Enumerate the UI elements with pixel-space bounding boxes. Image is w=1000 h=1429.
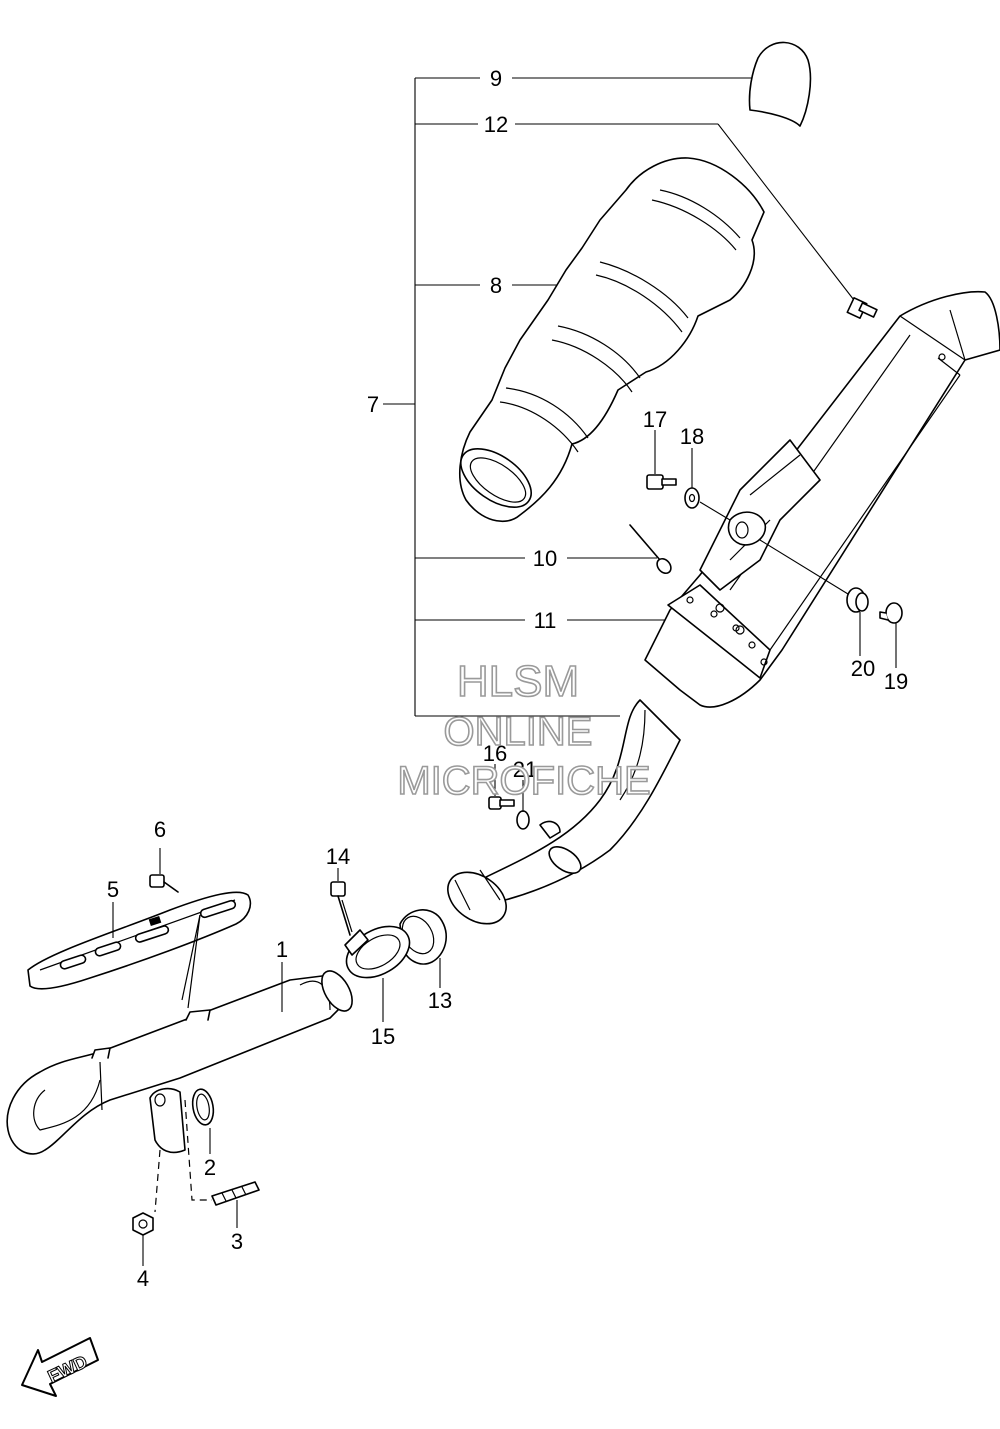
watermark-line-1: HLSM bbox=[457, 657, 579, 706]
callout-8: 8 bbox=[490, 273, 502, 298]
nut-part-19 bbox=[879, 602, 903, 668]
callout-3: 3 bbox=[231, 1229, 243, 1254]
rivet-part-10 bbox=[629, 524, 672, 575]
watermark-line-2: ONLINE bbox=[444, 710, 593, 754]
heat-shield-part-5 bbox=[27, 891, 252, 1009]
muffler-wool-part bbox=[459, 157, 765, 523]
callout-5: 5 bbox=[107, 877, 119, 902]
callout-labels: 9 12 8 7 17 18 10 11 20 19 16 21 6 14 5 … bbox=[107, 66, 908, 1291]
callout-11: 11 bbox=[534, 608, 557, 633]
callout-18: 18 bbox=[680, 424, 704, 449]
clamp-part-15 bbox=[344, 925, 411, 1022]
label-sticker-part bbox=[748, 41, 812, 127]
mid-pipe bbox=[447, 699, 681, 925]
callout-12: 12 bbox=[484, 112, 508, 137]
callout-20: 20 bbox=[851, 656, 875, 681]
callout-7: 7 bbox=[367, 392, 379, 417]
callout-16: 16 bbox=[483, 741, 507, 766]
grommet-part-20 bbox=[759, 539, 869, 656]
gasket-part-2 bbox=[191, 1088, 215, 1154]
callout-6: 6 bbox=[154, 817, 166, 842]
fwd-arrow-icon: FWD bbox=[21, 1337, 99, 1397]
callout-9: 9 bbox=[490, 66, 502, 91]
callout-19: 19 bbox=[884, 669, 908, 694]
bolt-part-14 bbox=[330, 868, 353, 936]
callout-10: 10 bbox=[533, 546, 557, 571]
watermark: HLSM ONLINE MICROFICHE bbox=[397, 656, 652, 804]
callout-13: 13 bbox=[428, 988, 452, 1013]
callout-14: 14 bbox=[326, 844, 350, 869]
watermark-line-3: MICROFICHE bbox=[397, 759, 650, 803]
washer-part-18 bbox=[684, 448, 731, 521]
callout-21: 21 bbox=[513, 757, 537, 782]
stud-bolt-part-3 bbox=[184, 1099, 260, 1228]
nut-part-4 bbox=[132, 1149, 161, 1266]
callout-2: 2 bbox=[204, 1155, 216, 1180]
callout-17: 17 bbox=[643, 407, 667, 432]
screw-part-12 bbox=[846, 296, 878, 320]
washer-part-21 bbox=[516, 780, 530, 830]
bolt-part-6 bbox=[149, 848, 179, 893]
callout-1: 1 bbox=[276, 937, 288, 962]
bolt-part-16 bbox=[488, 764, 515, 810]
bolt-part-17 bbox=[646, 430, 677, 490]
callout-4: 4 bbox=[137, 1266, 149, 1291]
exhaust-pipe-part-1 bbox=[6, 962, 353, 1155]
callout-15: 15 bbox=[371, 1024, 395, 1049]
